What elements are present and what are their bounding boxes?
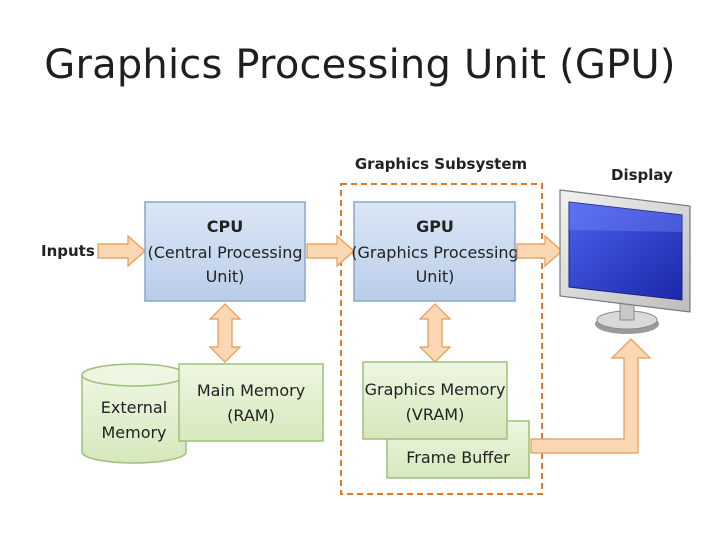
gpu-label-line2: (Graphics Processing [351,243,518,262]
gpu-label: GPU [416,217,454,236]
main-memory-label-line1: Main Memory [197,381,305,400]
external-memory-label-line2: Memory [101,423,166,442]
cpu-box: CPU (Central Processing Unit) [144,201,306,302]
main-memory-box: Main Memory (RAM) [178,363,324,442]
graphics-memory-label-line2: (VRAM) [406,405,465,424]
monitor-screen [568,201,683,301]
gpu-label-line3: Unit) [416,267,455,286]
frame-buffer-to-display-arrow [530,338,652,454]
graphics-memory-box: Graphics Memory (VRAM) [362,361,508,440]
graphics-subsystem-label: Graphics Subsystem [355,155,527,173]
gpu-to-display-arrow [516,234,563,268]
external-memory-label-line1: External [101,398,167,417]
display-label: Display [611,166,673,184]
cpu-label: CPU [207,217,243,236]
gpu-vram-double-arrow [418,303,452,363]
cpu-label-line3: Unit) [206,267,245,286]
cpu-label-line2: (Central Processing [147,243,302,262]
graphics-subsystem-border [340,183,543,495]
cpu-memory-double-arrow [208,303,242,363]
inputs-arrow [97,234,146,268]
graphics-memory-label-line1: Graphics Memory [365,380,506,399]
frame-buffer-label: Frame Buffer [406,448,510,467]
inputs-label: Inputs [41,242,95,260]
cpu-to-gpu-arrow [306,234,355,268]
display-monitor-icon [559,189,691,334]
external-memory-cylinder: External Memory [81,363,187,464]
main-memory-label-line2: (RAM) [227,406,275,425]
slide-title: Graphics Processing Unit (GPU) [44,42,676,88]
gpu-box: GPU (Graphics Processing Unit) [351,201,519,302]
